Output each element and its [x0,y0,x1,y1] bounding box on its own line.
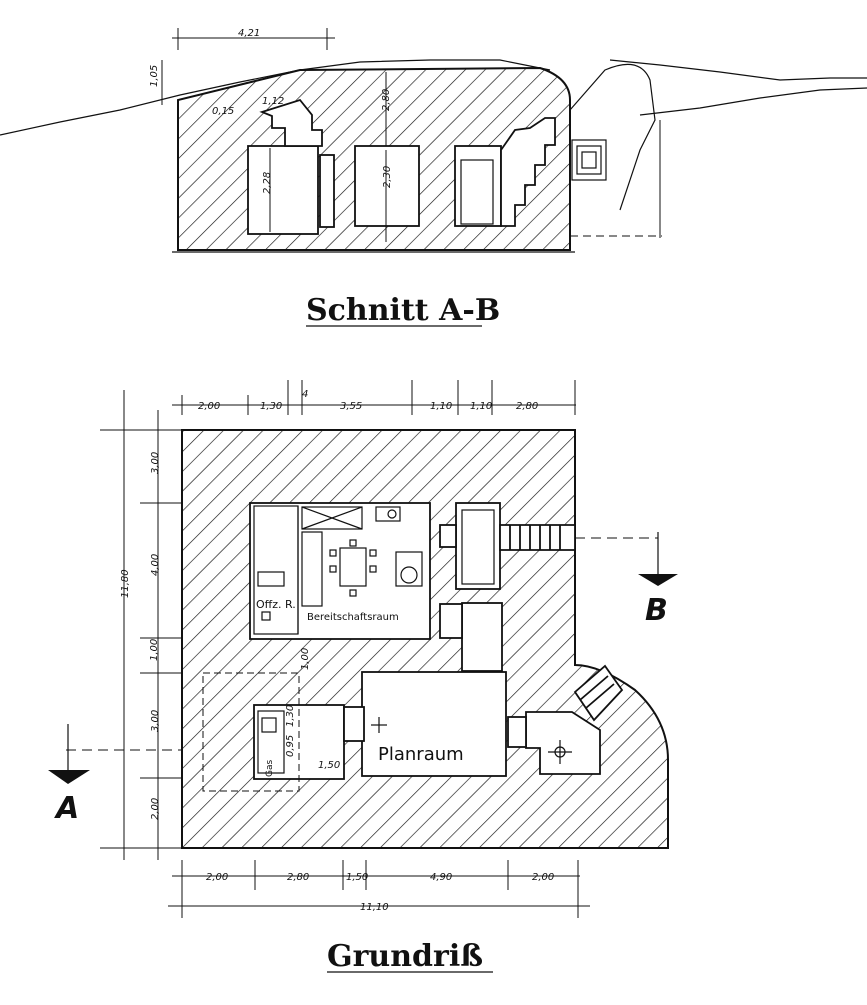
plan-dim-left-5: 2,00 [150,798,161,820]
plan-label-planraum: Planraum [378,744,464,765]
plan-dim-top-7: 2,80 [516,401,538,412]
section-stair-left [259,98,323,147]
plan-dim-inner-2: 1,30 [285,705,296,727]
plan-view: Offz. R. Bereitschaftsraum Planraum Gas [48,380,678,974]
plan-stove [395,551,423,587]
plan-stair-upper [499,524,576,551]
plan-door-lower [507,716,527,748]
plan-marker-a: A [54,791,79,826]
plan-chair-1 [329,549,337,557]
plan-gas-lock-inner [461,509,495,585]
section-door-frame [460,159,494,225]
plan-sink-bowl [387,509,397,519]
plan-dim-total-width: 11,10 [360,902,389,913]
plan-chair-4 [369,565,377,573]
plan-dim-top-5: 1,10 [430,401,452,412]
plan-lock-middle [461,602,503,672]
plan-dim-inner-3: 0,95 [285,735,296,757]
plan-table [339,547,367,587]
plan-chair-6 [349,589,357,597]
plan-dim-top-ticks [181,380,576,415]
plan-dim-top-6: 1,10 [470,401,492,412]
plan-bunk [301,506,363,530]
plan-dim-inner-1: 1,00 [300,648,311,670]
section-entrance-mound [569,63,656,211]
section-dim-left-height: 2,28 [262,172,273,194]
plan-label-offz: Offz. R. [256,598,296,611]
section-room-center [354,145,420,227]
plan-cut-a-arrow [48,770,90,784]
terrain-line-right [639,87,867,116]
plan-offz-bed [257,571,285,587]
plan-bed-left [301,531,323,607]
plan-stove-ring [400,566,418,584]
plan-dim-bottom-5: 2,00 [532,872,554,883]
section-dim-top-width: 4,21 [238,28,260,39]
plan-label-bereitschaft: Bereitschaftsraum [307,612,399,623]
terrain-line [0,59,867,136]
section-room-right [454,145,502,227]
plan-title: Grundriß [327,939,483,974]
plan-dim-left-4: 3,00 [150,710,161,732]
plan-dim-inner-4: 1,50 [318,760,340,771]
plan-chair-3 [369,549,377,557]
plan-gas-room-inner [257,710,285,774]
section-stair-right [500,117,556,227]
section-dim-slope-1: 0,15 [212,106,234,117]
plan-dim-left-3: 1,00 [149,639,160,661]
plan-chair-2 [329,565,337,573]
plan-dim-top-1: 2,00 [198,401,220,412]
plan-door-upper [439,524,457,548]
plan-observation-post [525,711,601,775]
plan-dashed-room [202,672,300,792]
plan-dim-top-2: 1,30 [260,401,282,412]
section-column [319,154,335,228]
plan-door-middle [439,603,463,639]
plan-dim-bottom-2: 2,80 [287,872,309,883]
plan-dim-bottom-ticks [181,860,579,918]
plan-dim-left-1: 3,00 [150,452,161,474]
plan-dim-left-2: 4,00 [150,554,161,576]
section-dim-cover: 1,05 [149,65,160,87]
plan-gas-lock-upper [455,502,501,590]
plan-offz-stool [261,611,271,621]
plan-marker-b: B [645,593,668,628]
plan-dim-bottom-3: 1,50 [346,872,368,883]
section-dim-ceiling: 2,80 [381,89,392,111]
plan-door-left [343,706,365,742]
plan-sink [375,506,401,522]
plan-chair-5 [349,539,357,547]
section-room-left [247,145,319,235]
plan-cut-b-arrow [638,574,678,586]
plan-dim-bottom-4: 4,90 [430,872,452,883]
plan-planraum [361,671,507,777]
section-entrance-symbol [571,139,607,181]
plan-stair-lower [573,664,624,722]
plan-dim-top-4: 3,55 [340,401,362,412]
plan-dim-bottom-1: 2,00 [206,872,228,883]
plan-dim-total-height: 11,80 [120,569,131,598]
plan-gas-stool [261,717,277,733]
section-title: Schnitt A-B [306,293,500,328]
plan-dim-top-3: 4 [302,389,308,400]
section-dim-slope-2: 1,12 [262,96,284,107]
plan-bunk-cross-2 [301,506,363,530]
plan-dim-left-ticks [100,429,182,849]
section-dim-room-height: 2,30 [382,166,393,188]
plan-label-gas: Gas [265,760,275,777]
section-view: 4,21 1,05 0,15 1,12 2,80 2,28 2,30 Schni… [0,28,867,328]
